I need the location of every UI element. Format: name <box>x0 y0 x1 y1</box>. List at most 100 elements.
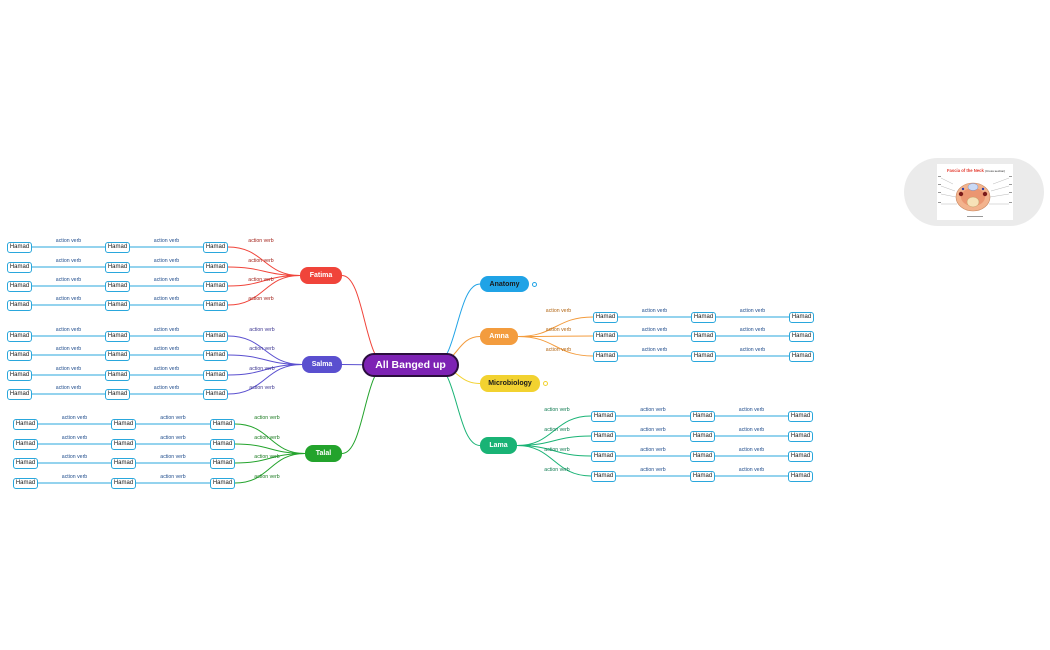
leaf-node-hamad[interactable]: Hamad <box>593 330 618 342</box>
leaf-node-hamad[interactable]: Hamad <box>7 299 32 311</box>
leaf-node-hamad[interactable]: Hamad <box>7 330 32 342</box>
edge-label-action-verb[interactable]: action verb <box>248 238 274 244</box>
edge-label-action-verb[interactable]: action verb <box>55 238 82 244</box>
leaf-node-hamad[interactable]: Hamad <box>7 388 32 400</box>
leaf-node-hamad[interactable]: Hamad <box>788 470 813 482</box>
edge-label-action-verb[interactable]: action verb <box>249 385 275 391</box>
leaf-node-hamad[interactable]: Hamad <box>691 350 716 362</box>
edge-label-action-verb[interactable]: action verb <box>641 347 668 353</box>
edge-label-action-verb[interactable]: action verb <box>160 415 186 421</box>
edge-label-action-verb[interactable]: action verb <box>153 327 180 333</box>
edge-label-action-verb[interactable]: action verb <box>55 277 82 283</box>
edge-label-action-verb[interactable]: action verb <box>739 347 766 353</box>
leaf-node-hamad[interactable]: Hamad <box>105 241 130 253</box>
branch-topic-talal[interactable]: Talal <box>305 445 342 462</box>
leaf-node-hamad[interactable]: Hamad <box>203 280 228 292</box>
image-thumbnail-card[interactable]: Fascia of the Neck (Cross section) <box>904 158 1044 226</box>
edge-label-action-verb[interactable]: action verb <box>153 296 180 302</box>
leaf-node-hamad[interactable]: Hamad <box>105 349 130 361</box>
edge-label-action-verb[interactable]: action verb <box>153 346 180 352</box>
edge-label-action-verb[interactable]: action verb <box>545 347 572 353</box>
edge-label-action-verb[interactable]: action verb <box>640 467 666 473</box>
edge-label-action-verb[interactable]: action verb <box>248 277 274 283</box>
leaf-node-hamad[interactable]: Hamad <box>788 410 813 422</box>
edge-label-action-verb[interactable]: action verb <box>153 366 180 372</box>
leaf-node-hamad[interactable]: Hamad <box>7 280 32 292</box>
leaf-node-hamad[interactable]: Hamad <box>7 241 32 253</box>
edge-label-action-verb[interactable]: action verb <box>545 327 572 333</box>
leaf-node-hamad[interactable]: Hamad <box>690 470 715 482</box>
edge-label-action-verb[interactable]: action verb <box>739 308 766 314</box>
edge-label-action-verb[interactable]: action verb <box>254 435 280 441</box>
leaf-node-hamad[interactable]: Hamad <box>789 311 814 323</box>
leaf-node-hamad[interactable]: Hamad <box>690 450 715 462</box>
leaf-node-hamad[interactable]: Hamad <box>7 349 32 361</box>
branch-topic-amna[interactable]: Amna <box>480 328 518 345</box>
edge-label-action-verb[interactable]: action verb <box>160 435 186 441</box>
leaf-node-hamad[interactable]: Hamad <box>210 418 235 430</box>
leaf-node-hamad[interactable]: Hamad <box>13 418 38 430</box>
edge-label-action-verb[interactable]: action verb <box>153 258 180 264</box>
leaf-node-hamad[interactable]: Hamad <box>203 299 228 311</box>
edge-label-action-verb[interactable]: action verb <box>55 346 82 352</box>
leaf-node-hamad[interactable]: Hamad <box>13 438 38 450</box>
leaf-node-hamad[interactable]: Hamad <box>210 457 235 469</box>
leaf-node-hamad[interactable]: Hamad <box>203 349 228 361</box>
edge-label-action-verb[interactable]: action verb <box>153 238 180 244</box>
leaf-node-hamad[interactable]: Hamad <box>105 299 130 311</box>
leaf-node-hamad[interactable]: Hamad <box>13 477 38 489</box>
leaf-node-hamad[interactable]: Hamad <box>593 311 618 323</box>
leaf-node-hamad[interactable]: Hamad <box>591 410 616 422</box>
leaf-node-hamad[interactable]: Hamad <box>690 430 715 442</box>
leaf-node-hamad[interactable]: Hamad <box>203 241 228 253</box>
collapsed-topic-icon[interactable] <box>543 381 548 386</box>
leaf-node-hamad[interactable]: Hamad <box>111 418 136 430</box>
branch-topic-fatima[interactable]: Fatima <box>300 267 342 284</box>
edge-label-action-verb[interactable]: action verb <box>254 454 280 460</box>
edge-label-action-verb[interactable]: action verb <box>55 296 82 302</box>
edge-label-action-verb[interactable]: action verb <box>640 407 666 413</box>
leaf-node-hamad[interactable]: Hamad <box>7 369 32 381</box>
edge-label-action-verb[interactable]: action verb <box>160 474 186 480</box>
leaf-node-hamad[interactable]: Hamad <box>203 388 228 400</box>
edge-label-action-verb[interactable]: action verb <box>55 327 82 333</box>
edge-label-action-verb[interactable]: action verb <box>544 427 570 433</box>
edge-label-action-verb[interactable]: action verb <box>544 467 570 473</box>
edge-label-action-verb[interactable]: action verb <box>640 447 666 453</box>
leaf-node-hamad[interactable]: Hamad <box>203 369 228 381</box>
leaf-node-hamad[interactable]: Hamad <box>591 450 616 462</box>
edge-label-action-verb[interactable]: action verb <box>61 474 88 480</box>
edge-label-action-verb[interactable]: action verb <box>739 327 766 333</box>
leaf-node-hamad[interactable]: Hamad <box>111 457 136 469</box>
edge-label-action-verb[interactable]: action verb <box>544 407 570 413</box>
leaf-node-hamad[interactable]: Hamad <box>593 350 618 362</box>
edge-label-action-verb[interactable]: action verb <box>153 385 180 391</box>
branch-topic-lama[interactable]: Lama <box>480 437 517 454</box>
edge-label-action-verb[interactable]: action verb <box>249 327 275 333</box>
leaf-node-hamad[interactable]: Hamad <box>203 261 228 273</box>
edge-label-action-verb[interactable]: action verb <box>61 435 88 441</box>
edge-label-action-verb[interactable]: action verb <box>641 308 668 314</box>
edge-label-action-verb[interactable]: action verb <box>153 277 180 283</box>
edge-label-action-verb[interactable]: action verb <box>738 407 765 413</box>
leaf-node-hamad[interactable]: Hamad <box>788 430 813 442</box>
leaf-node-hamad[interactable]: Hamad <box>13 457 38 469</box>
leaf-node-hamad[interactable]: Hamad <box>210 477 235 489</box>
leaf-node-hamad[interactable]: Hamad <box>210 438 235 450</box>
leaf-node-hamad[interactable]: Hamad <box>788 450 813 462</box>
collapsed-topic-icon[interactable] <box>532 281 537 287</box>
leaf-node-hamad[interactable]: Hamad <box>591 470 616 482</box>
edge-label-action-verb[interactable]: action verb <box>55 366 82 372</box>
edge-label-action-verb[interactable]: action verb <box>738 467 765 473</box>
neck-fascia-image[interactable]: Fascia of the Neck (Cross section) <box>937 164 1013 220</box>
edge-label-action-verb[interactable]: action verb <box>545 308 572 314</box>
edge-label-action-verb[interactable]: action verb <box>641 327 668 333</box>
edge-label-action-verb[interactable]: action verb <box>55 385 82 391</box>
leaf-node-hamad[interactable]: Hamad <box>690 410 715 422</box>
branch-topic-microbiology[interactable]: Microbiology <box>480 375 540 392</box>
edge-label-action-verb[interactable]: action verb <box>248 258 274 264</box>
leaf-node-hamad[interactable]: Hamad <box>591 430 616 442</box>
leaf-node-hamad[interactable]: Hamad <box>7 261 32 273</box>
leaf-node-hamad[interactable]: Hamad <box>105 388 130 400</box>
